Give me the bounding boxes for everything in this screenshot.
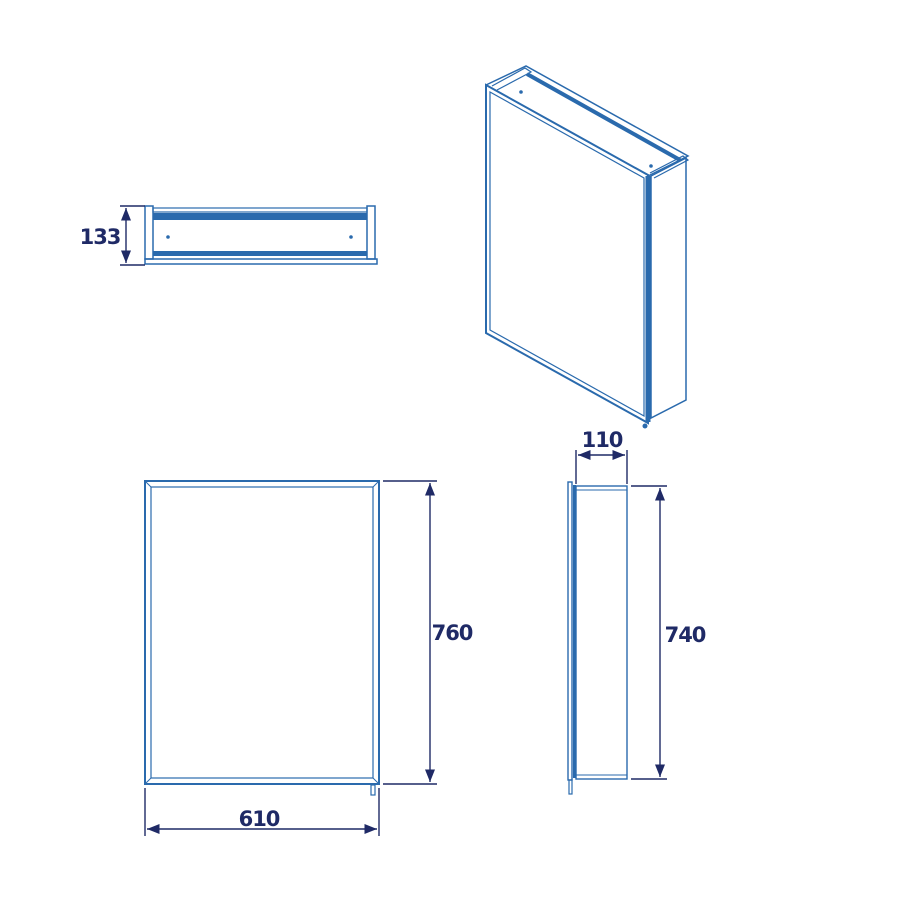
top-view [144, 205, 378, 265]
dimension-610: 610 [144, 788, 380, 836]
dimension-760: 760 [383, 480, 474, 785]
dimension-label-760: 760 [432, 621, 473, 645]
side-view [567, 481, 628, 795]
dimension-740: 740 [631, 485, 707, 780]
dimension-label-610: 610 [239, 807, 280, 831]
isometric-view [485, 65, 690, 429]
front-view [144, 480, 380, 796]
dimension-110: 110 [575, 428, 628, 484]
dimension-133: 133 [80, 205, 145, 266]
dimension-label-740: 740 [665, 623, 706, 647]
dimension-label-110: 110 [582, 428, 623, 452]
dimension-label-133: 133 [80, 225, 121, 249]
